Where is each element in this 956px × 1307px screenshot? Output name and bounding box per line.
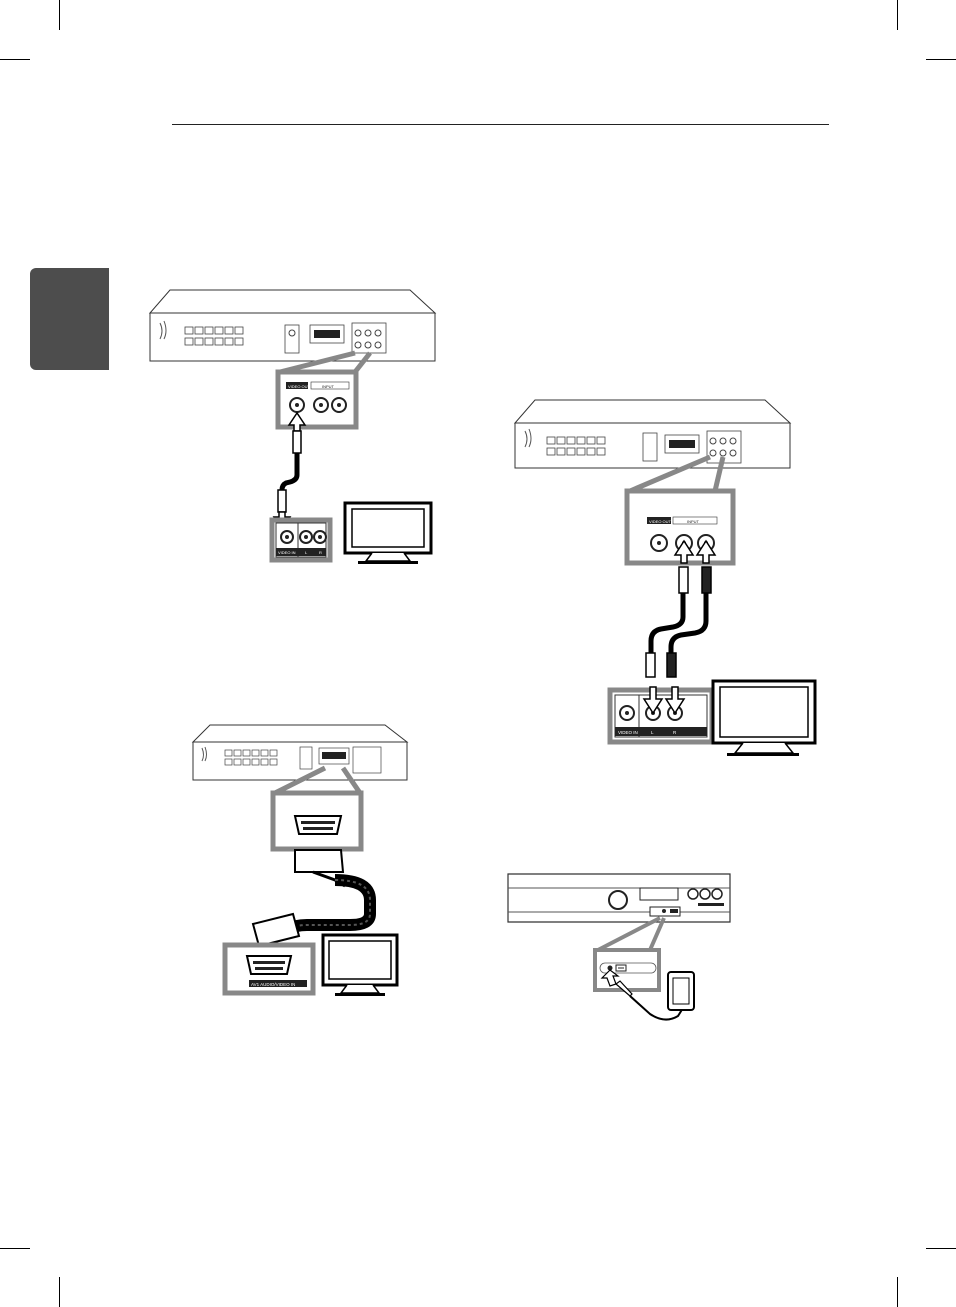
- header-rule: [172, 124, 829, 125]
- crop-mark: [59, 1277, 60, 1307]
- rca-jack: [290, 398, 304, 412]
- crop-mark: [897, 1277, 898, 1307]
- label-input: INPUT: [322, 384, 335, 389]
- video-connection-diagram: VIDEO OUT INPUT VIDEO IN L R: [140, 285, 450, 570]
- label-r: R: [319, 550, 322, 555]
- scart-socket: [295, 816, 341, 834]
- receiver-rear: [515, 400, 790, 468]
- tv-icon: [323, 935, 397, 996]
- scart-connection-diagram: AV1 AUDIO/VIDEO IN: [185, 720, 425, 1000]
- label-av1-audio-video-in: AV1 AUDIO/VIDEO IN: [251, 982, 295, 987]
- label-video-out: VIDEO OUT: [288, 384, 311, 389]
- label-video-out: VIDEO OUT: [649, 519, 672, 524]
- rca-jack: [314, 398, 328, 412]
- portable-connection-diagram: [500, 866, 740, 1031]
- crop-mark: [926, 1248, 956, 1249]
- tv-icon: [345, 503, 431, 564]
- rca-jack: [332, 398, 346, 412]
- crop-mark: [897, 0, 898, 30]
- crop-mark: [59, 0, 60, 30]
- crop-mark: [0, 59, 30, 60]
- label-input: INPUT: [687, 519, 700, 524]
- label-video-in: VIDEO IN: [618, 730, 638, 735]
- audio-cable: [651, 593, 683, 653]
- receiver-rear: [150, 290, 435, 361]
- audio-cable: [671, 593, 706, 653]
- chapter-tab: [30, 268, 109, 370]
- tv-icon: [713, 681, 815, 756]
- receiver-front: [508, 874, 730, 922]
- crop-mark: [926, 59, 956, 60]
- crop-mark: [0, 1248, 30, 1249]
- portable-player-icon: [668, 972, 694, 1010]
- scart-cable: [285, 880, 370, 930]
- scart-plug: [295, 850, 343, 872]
- scart-plug: [253, 914, 299, 946]
- label-video-in: VIDEO IN: [278, 550, 296, 555]
- receiver-rear: [193, 725, 407, 780]
- audio-connection-diagram: VIDEO OUT INPUT VIDEO IN L R: [505, 395, 825, 765]
